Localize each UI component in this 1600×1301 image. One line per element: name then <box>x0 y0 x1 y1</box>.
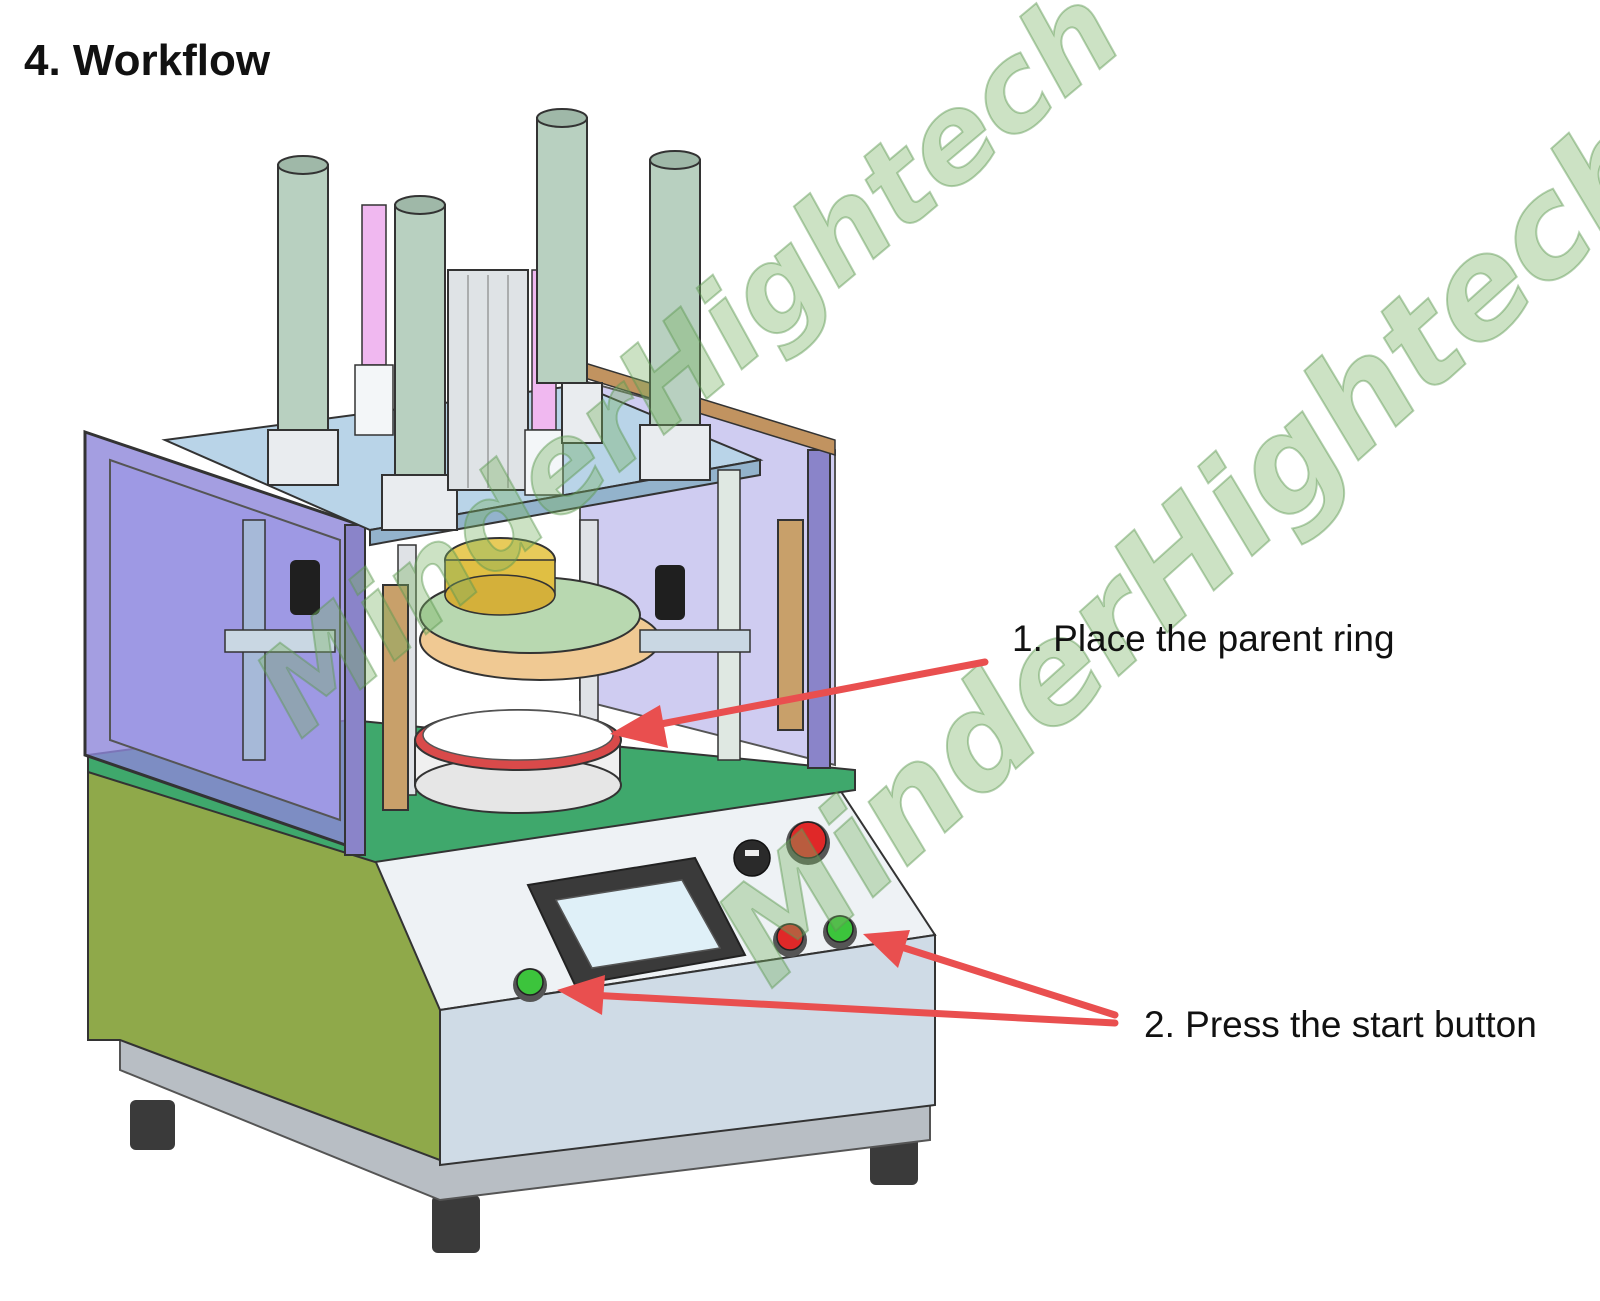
control-panel <box>513 821 857 1002</box>
stop-button[interactable] <box>776 923 804 951</box>
pressing-head <box>224 537 751 681</box>
start-button-right[interactable] <box>826 915 854 943</box>
parent-ring-fixture <box>414 709 622 814</box>
arrow-head-place-ring <box>610 705 668 748</box>
foot-left-front <box>432 1195 480 1253</box>
arrow-place-ring <box>636 658 989 732</box>
arrow-head-start-left <box>557 975 605 1015</box>
light-curtain-left <box>382 584 409 811</box>
selector-switch[interactable] <box>733 839 771 877</box>
arrow-start-right <box>891 941 1119 1019</box>
cylinder <box>394 204 446 476</box>
guide-rod <box>361 204 387 366</box>
callout-arrows <box>557 658 1119 1027</box>
hmi-screen[interactable] <box>554 879 722 969</box>
start-button-left[interactable] <box>516 968 544 996</box>
callout-press-start-button: 2. Press the start button <box>1144 1004 1537 1045</box>
cylinder <box>536 117 588 384</box>
page-title: 4. Workflow <box>24 36 271 85</box>
callout-place-parent-ring: 1. Place the parent ring <box>1012 618 1395 659</box>
emergency-stop-button[interactable] <box>789 821 827 859</box>
arrow-start-left <box>586 991 1119 1027</box>
arrow-head-start-right <box>863 930 910 968</box>
cylinder <box>277 164 329 431</box>
air-cylinders <box>267 108 711 531</box>
foot-left-rear <box>130 1100 175 1150</box>
